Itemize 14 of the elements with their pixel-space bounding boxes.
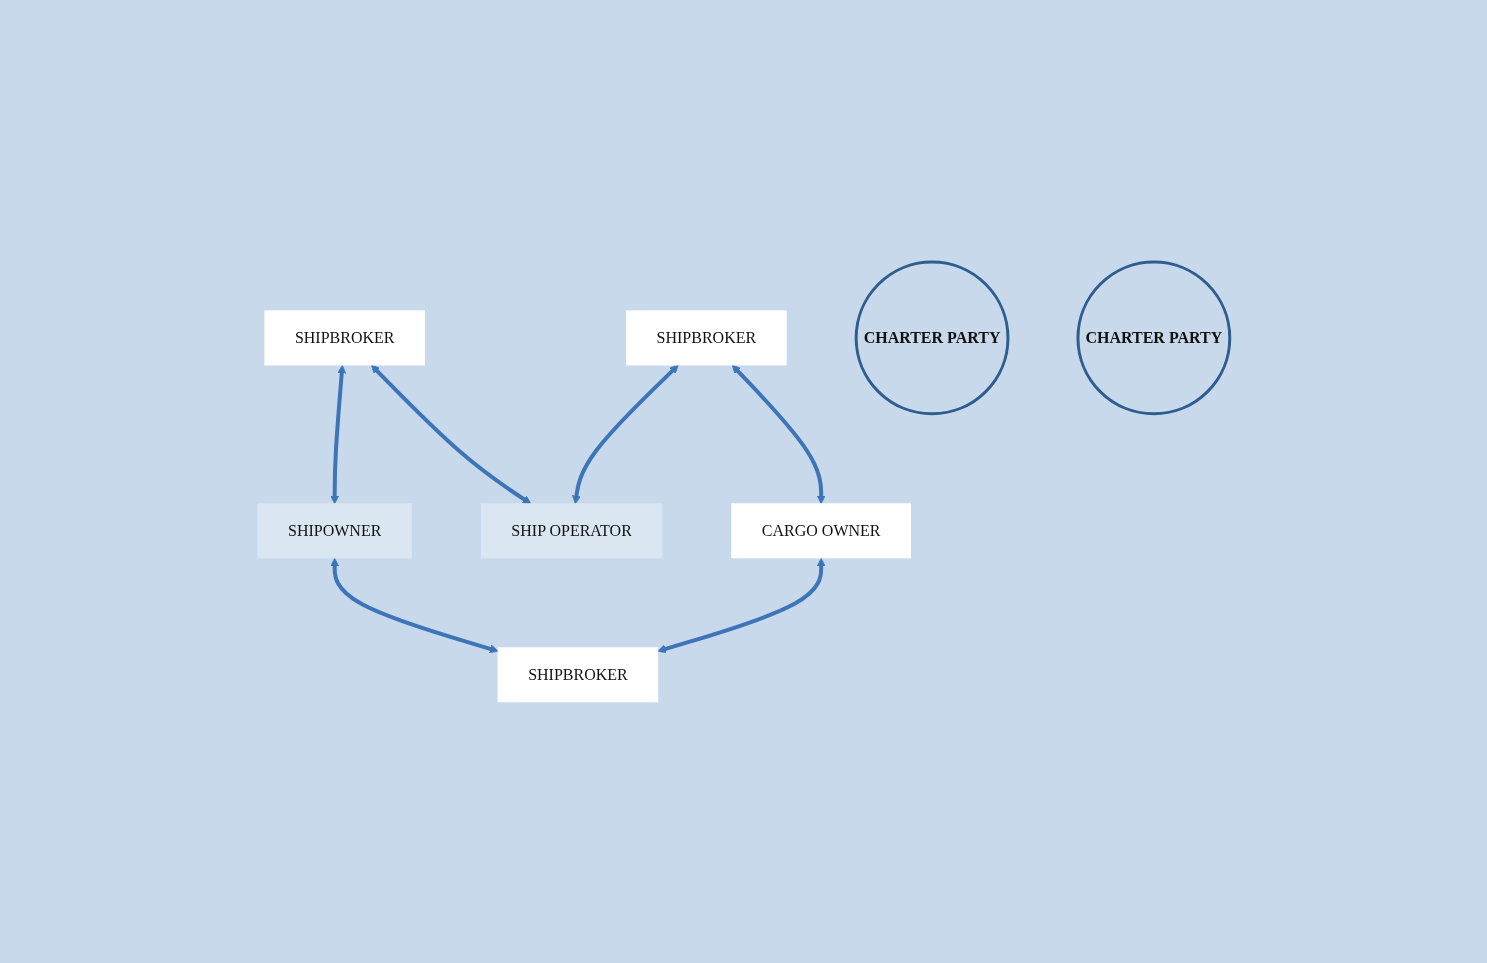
node-box: SHIPOWNER — [257, 502, 412, 558]
arrow — [731, 364, 826, 504]
arrow — [370, 364, 531, 504]
arrow — [329, 364, 346, 504]
node-box: CARGO OWNER — [730, 502, 911, 558]
arrow — [329, 557, 499, 653]
node-box: SHIPBROKER — [264, 310, 425, 365]
node-circle: CHARTER PARTY — [1076, 260, 1231, 415]
node-box: SHIP OPERATOR — [480, 502, 662, 558]
arrow — [656, 557, 826, 653]
node-box: SHIPBROKER — [497, 646, 658, 702]
node-circle: CHARTER PARTY — [854, 260, 1010, 415]
node-box: SHIPBROKER — [625, 310, 787, 365]
arrow — [571, 364, 679, 504]
